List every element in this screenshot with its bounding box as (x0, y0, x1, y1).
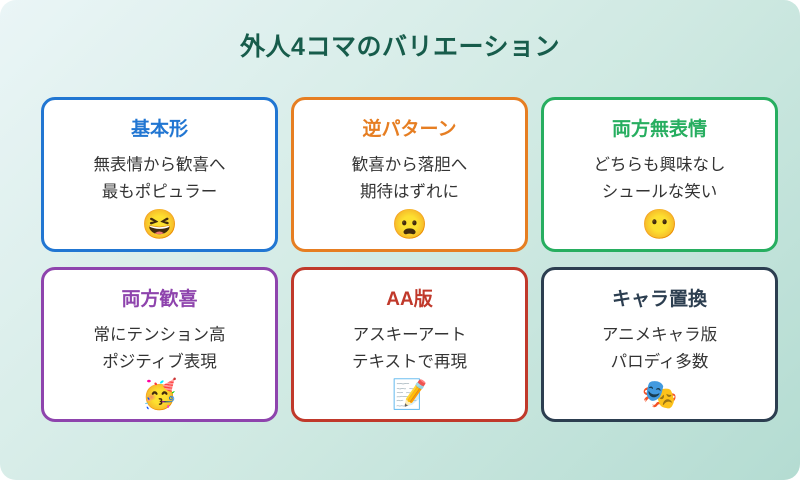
grinning-squinting-face-icon: 😆 (141, 209, 178, 241)
card-ascii-art-version: AA版 アスキーアート テキストで再現 📝 (291, 267, 528, 422)
card-description-line1: どちらも興味なし (593, 156, 726, 174)
card-basic-form: 基本形 無表情から歓喜へ 最もポピュラー 😆 (41, 97, 278, 252)
card-description-line1: 常にテンション高 (93, 326, 226, 344)
card-title: 基本形 (130, 119, 188, 140)
card-description-line2: パロディ多数 (610, 353, 709, 371)
card-description-line1: 歓喜から落胆へ (351, 156, 468, 174)
card-title: AA版 (386, 289, 433, 310)
card-both-expressionless: 両方無表情 どちらも興味なし シュールな笑い 😶 (541, 97, 778, 252)
partying-face-icon: 🥳 (141, 379, 178, 411)
card-reverse-pattern: 逆パターン 歓喜から落胆へ 期待はずれに 😦 (291, 97, 528, 252)
card-description-line2: 最もポピュラー (101, 183, 218, 201)
card-character-replacement: キャラ置換 アニメキャラ版 パロディ多数 🎭 (541, 267, 778, 422)
card-description-line1: アニメキャラ版 (601, 326, 718, 344)
card-description-line1: 無表情から歓喜へ (93, 156, 226, 174)
card-grid: 基本形 無表情から歓喜へ 最もポピュラー 😆 逆パターン 歓喜から落胆へ 期待は… (41, 97, 778, 422)
card-description-line1: アスキーアート (352, 326, 467, 344)
card-title: 逆パターン (362, 119, 457, 140)
card-title: 両方歓喜 (121, 289, 198, 310)
card-description-line2: テキストで再現 (351, 353, 467, 371)
memo-icon: 📝 (391, 379, 428, 411)
card-both-delighted: 両方歓喜 常にテンション高 ポジティブ表現 🥳 (41, 267, 278, 422)
card-title: 両方無表情 (611, 119, 707, 140)
frowning-face-icon: 😦 (391, 209, 428, 241)
face-without-mouth-icon: 😶 (641, 209, 678, 241)
card-title: キャラ置換 (611, 289, 707, 310)
card-description-line2: 期待はずれに (360, 183, 459, 201)
page-title: 外人4コマのバリエーション (240, 33, 560, 61)
card-description-line2: シュールな笑い (601, 183, 718, 201)
card-description-line2: ポジティブ表現 (102, 353, 217, 371)
performing-arts-icon: 🎭 (641, 379, 678, 411)
